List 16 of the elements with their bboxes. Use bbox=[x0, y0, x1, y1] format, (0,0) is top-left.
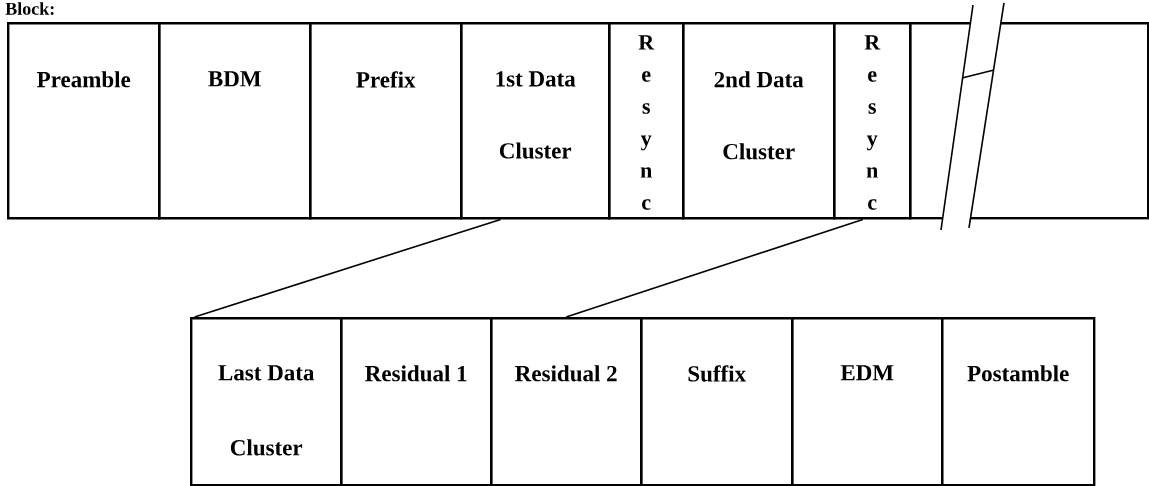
field-cell: BDM bbox=[158, 22, 312, 220]
field-cell: Postamble bbox=[941, 317, 1096, 486]
field-cell: Preamble bbox=[7, 22, 161, 220]
expansion-line bbox=[193, 218, 502, 318]
resync-cell: Resync bbox=[833, 22, 912, 220]
resync-cell: Resync bbox=[608, 22, 685, 220]
field-cell: Last Data Cluster bbox=[190, 317, 343, 486]
field-cell: Prefix bbox=[309, 22, 463, 220]
field-cell: EDM bbox=[791, 317, 944, 486]
empty-box bbox=[909, 22, 1149, 220]
expansion-line bbox=[565, 218, 864, 318]
field-cell: Residual 2 bbox=[490, 317, 643, 486]
field-cell: 1st Data Cluster bbox=[460, 22, 611, 220]
field-cell: Residual 1 bbox=[340, 317, 493, 486]
field-cell: 2nd Data Cluster bbox=[682, 22, 836, 220]
field-cell: Suffix bbox=[640, 317, 794, 486]
